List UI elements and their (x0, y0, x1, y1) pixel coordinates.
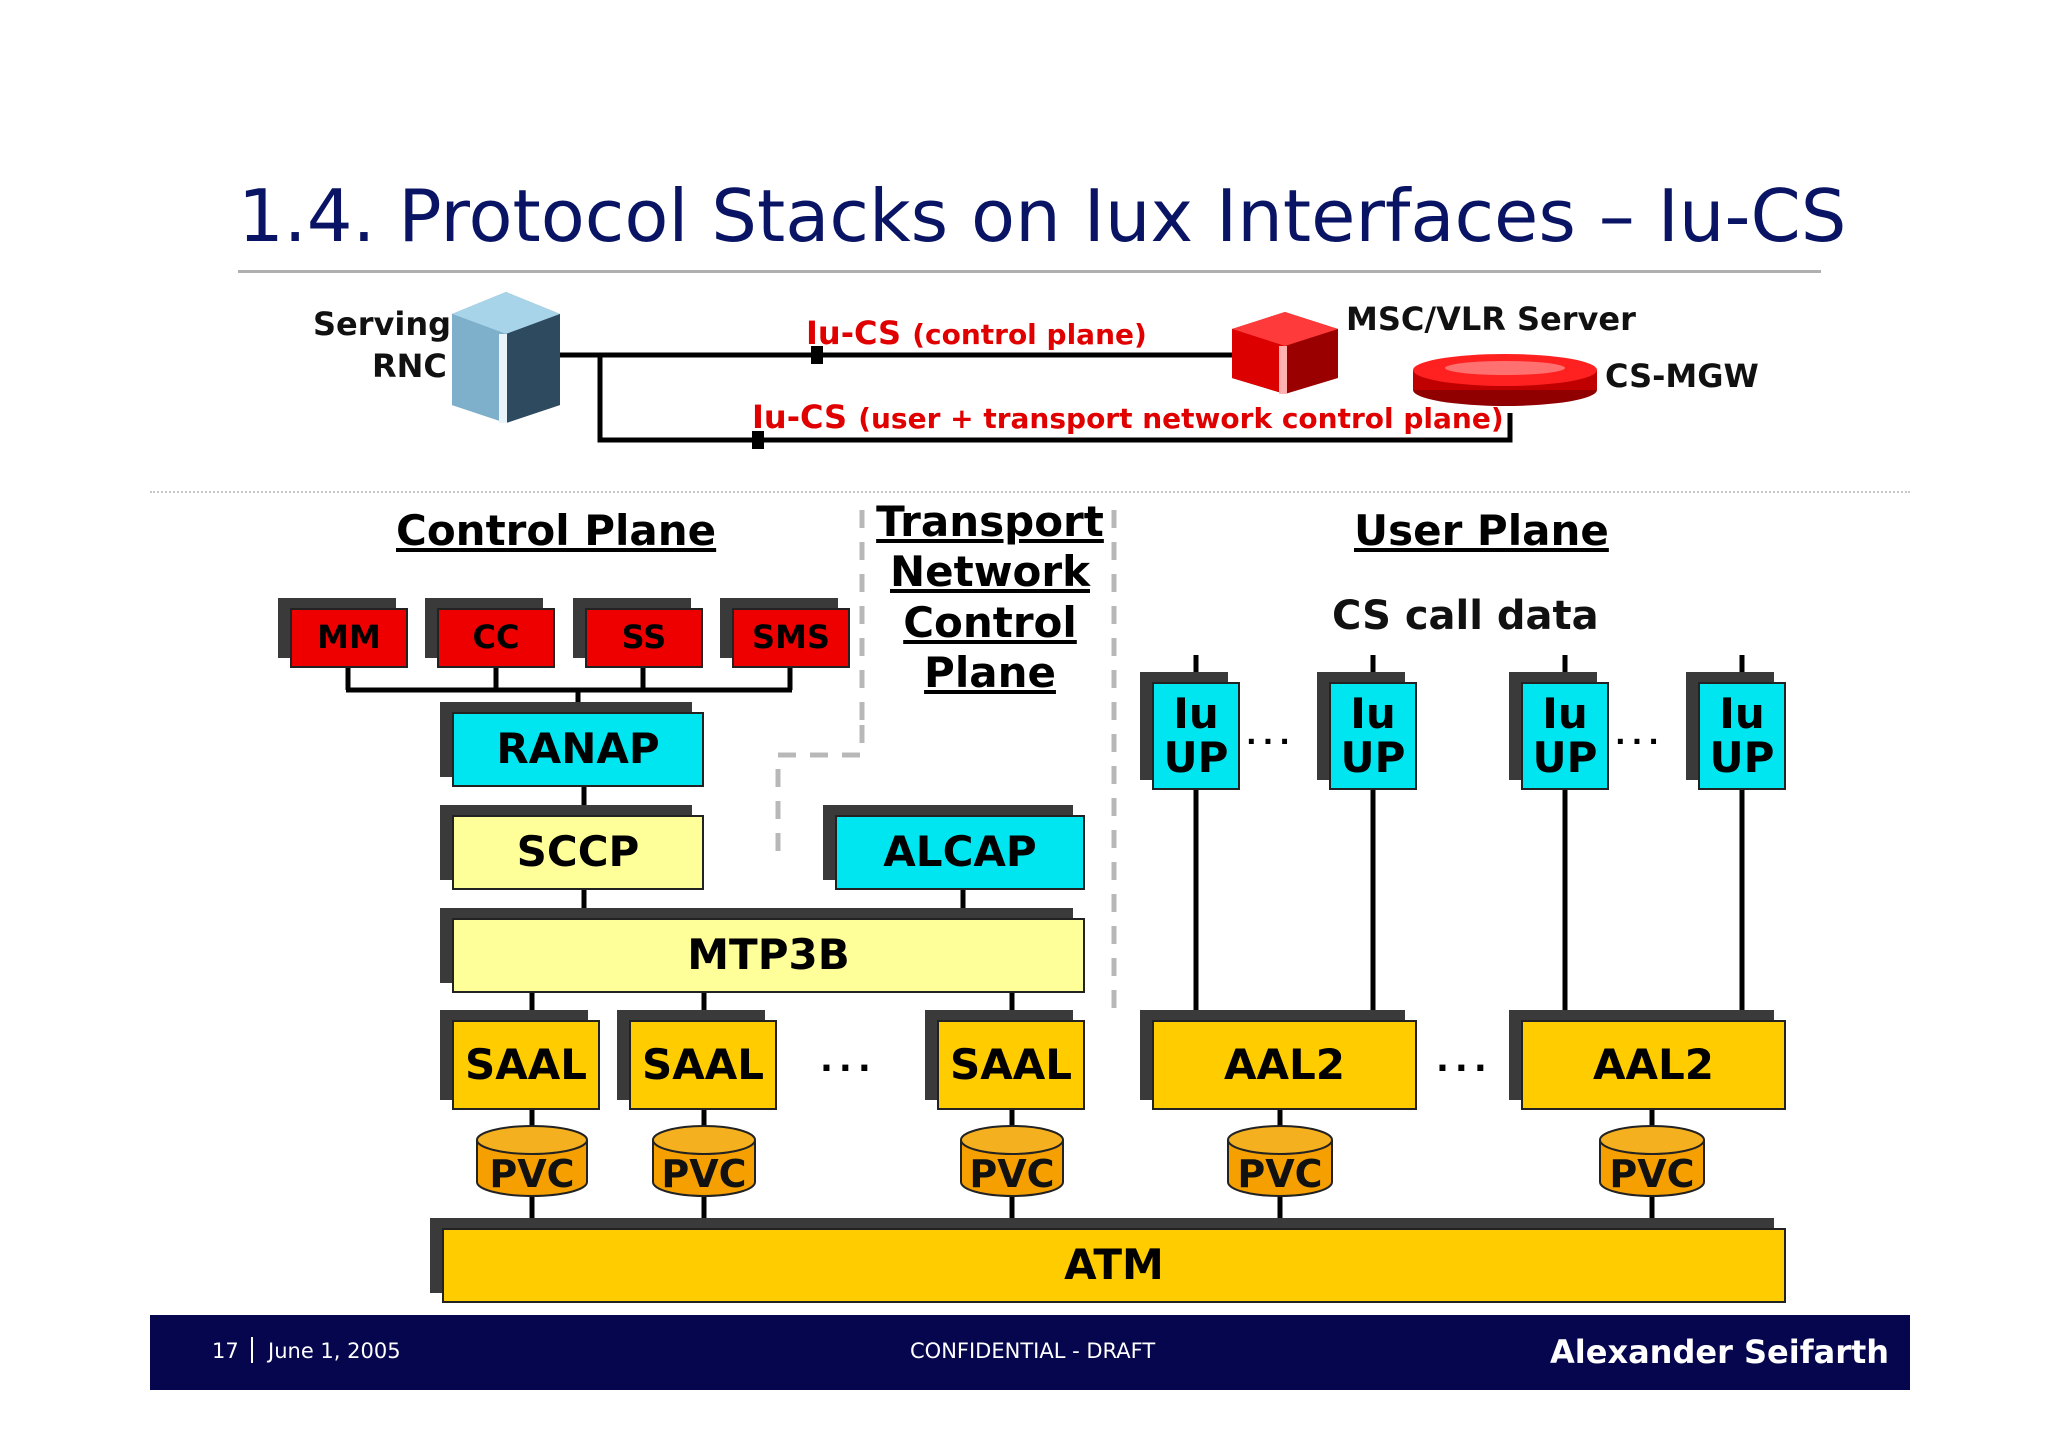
tncp-border-step (775, 725, 865, 860)
iu-up-1-line2: UP (1163, 733, 1229, 782)
iu-up-3-line2: UP (1532, 733, 1598, 782)
protocol-box-iu-up-2: Iu UP (1329, 682, 1417, 790)
protocol-box-mtp3b: MTP3B (452, 918, 1085, 993)
protocol-box-aal2-1: AAL2 (1152, 1020, 1417, 1110)
iu-up-4-line2: UP (1709, 733, 1775, 782)
footer-author: Alexander Seifarth (1550, 1333, 1890, 1371)
pvc-label-2: PVC (661, 1152, 747, 1196)
protocol-box-saal-3: SAAL (937, 1020, 1085, 1110)
pvc-cylinder-2 (652, 1125, 756, 1197)
iu-up-ellipsis-1: ... (1246, 718, 1296, 751)
link-user-iface: Iu-CS (752, 398, 848, 436)
cs-mgw-icon (1413, 354, 1597, 406)
protocol-box-saal-2: SAAL (629, 1020, 777, 1110)
msc-label: MSC/VLR Server (1346, 300, 1636, 338)
protocol-box-ranap: RANAP (452, 712, 704, 787)
protocol-box-mm: MM (290, 608, 408, 668)
link-control-label: Iu-CS (control plane) (806, 314, 1147, 352)
iu-up-2-line1: Iu (1350, 688, 1396, 738)
header-transport-line1: Transport (876, 497, 1104, 546)
link-user-plane (597, 355, 1513, 443)
iu-up-ellipsis-2: ... (1615, 718, 1665, 751)
cs-call-data-label: CS call data (1332, 593, 1599, 639)
rnc-node-icon (452, 292, 560, 423)
link-control-iface: Iu-CS (806, 314, 902, 352)
mgw-label: CS-MGW (1605, 357, 1759, 395)
pvc-cylinder-4 (1227, 1125, 1333, 1197)
iu-up-3-line1: Iu (1542, 688, 1588, 738)
footer-date: June 1, 2005 (268, 1339, 401, 1363)
pvc-label-3: PVC (969, 1152, 1055, 1196)
link-control-desc: (control plane) (912, 318, 1147, 351)
protocol-box-sccp: SCCP (452, 815, 704, 890)
section-divider (150, 491, 1910, 493)
iu-up-4-line1: Iu (1719, 688, 1765, 738)
footer-page-number: 17 (212, 1339, 239, 1363)
header-transport-line2: Network (889, 547, 1090, 597)
pvc-cylinder-3 (960, 1125, 1064, 1197)
footer-separator (251, 1337, 253, 1363)
pvc-cylinder-1 (476, 1125, 588, 1197)
protocol-box-alcap: ALCAP (835, 815, 1085, 890)
header-transport-line3: Control (903, 597, 1077, 647)
aal2-ellipsis: ... (1436, 1040, 1493, 1080)
iu-up-2-line2: UP (1340, 733, 1406, 782)
header-transport-network-control-plane: Transport Network Control Plane (870, 497, 1110, 699)
protocol-box-iu-up-3: Iu UP (1521, 682, 1609, 790)
header-transport-line4: Plane (924, 648, 1056, 698)
protocol-box-iu-up-1: Iu UP (1152, 682, 1240, 790)
protocol-box-saal-1: SAAL (452, 1020, 600, 1110)
protocol-box-cc: CC (437, 608, 555, 668)
pvc-cylinder-5 (1599, 1125, 1705, 1197)
protocol-box-iu-up-4: Iu UP (1698, 682, 1786, 790)
link-user-marker (752, 431, 764, 449)
saal-ellipsis: ... (820, 1040, 877, 1080)
title-divider (238, 270, 1821, 273)
protocol-box-sms: SMS (732, 608, 850, 668)
pvc-label-1: PVC (489, 1152, 575, 1196)
page-title: 1.4. Protocol Stacks on Iux Interfaces –… (238, 174, 1847, 258)
link-user-label: Iu-CS (user + transport network control … (752, 398, 1504, 436)
iu-up-1-line1: Iu (1173, 688, 1219, 738)
header-control-plane: Control Plane (396, 506, 717, 555)
protocol-box-ss: SS (585, 608, 703, 668)
pvc-label-4: PVC (1237, 1152, 1323, 1196)
msc-server-icon (1232, 312, 1338, 394)
rnc-label-line1: Serving (313, 305, 452, 343)
footer-confidential: CONFIDENTIAL - DRAFT (910, 1339, 1156, 1363)
footer-bar: 17 June 1, 2005 CONFIDENTIAL - DRAFT Ale… (150, 1315, 1910, 1390)
protocol-box-aal2-2: AAL2 (1521, 1020, 1786, 1110)
link-control-marker (811, 346, 823, 364)
pvc-label-5: PVC (1609, 1152, 1695, 1196)
rnc-label-line2: RNC (372, 347, 447, 385)
link-user-desc: (user + transport network control plane) (858, 402, 1504, 435)
header-user-plane: User Plane (1354, 506, 1609, 555)
protocol-box-atm: ATM (442, 1228, 1786, 1303)
